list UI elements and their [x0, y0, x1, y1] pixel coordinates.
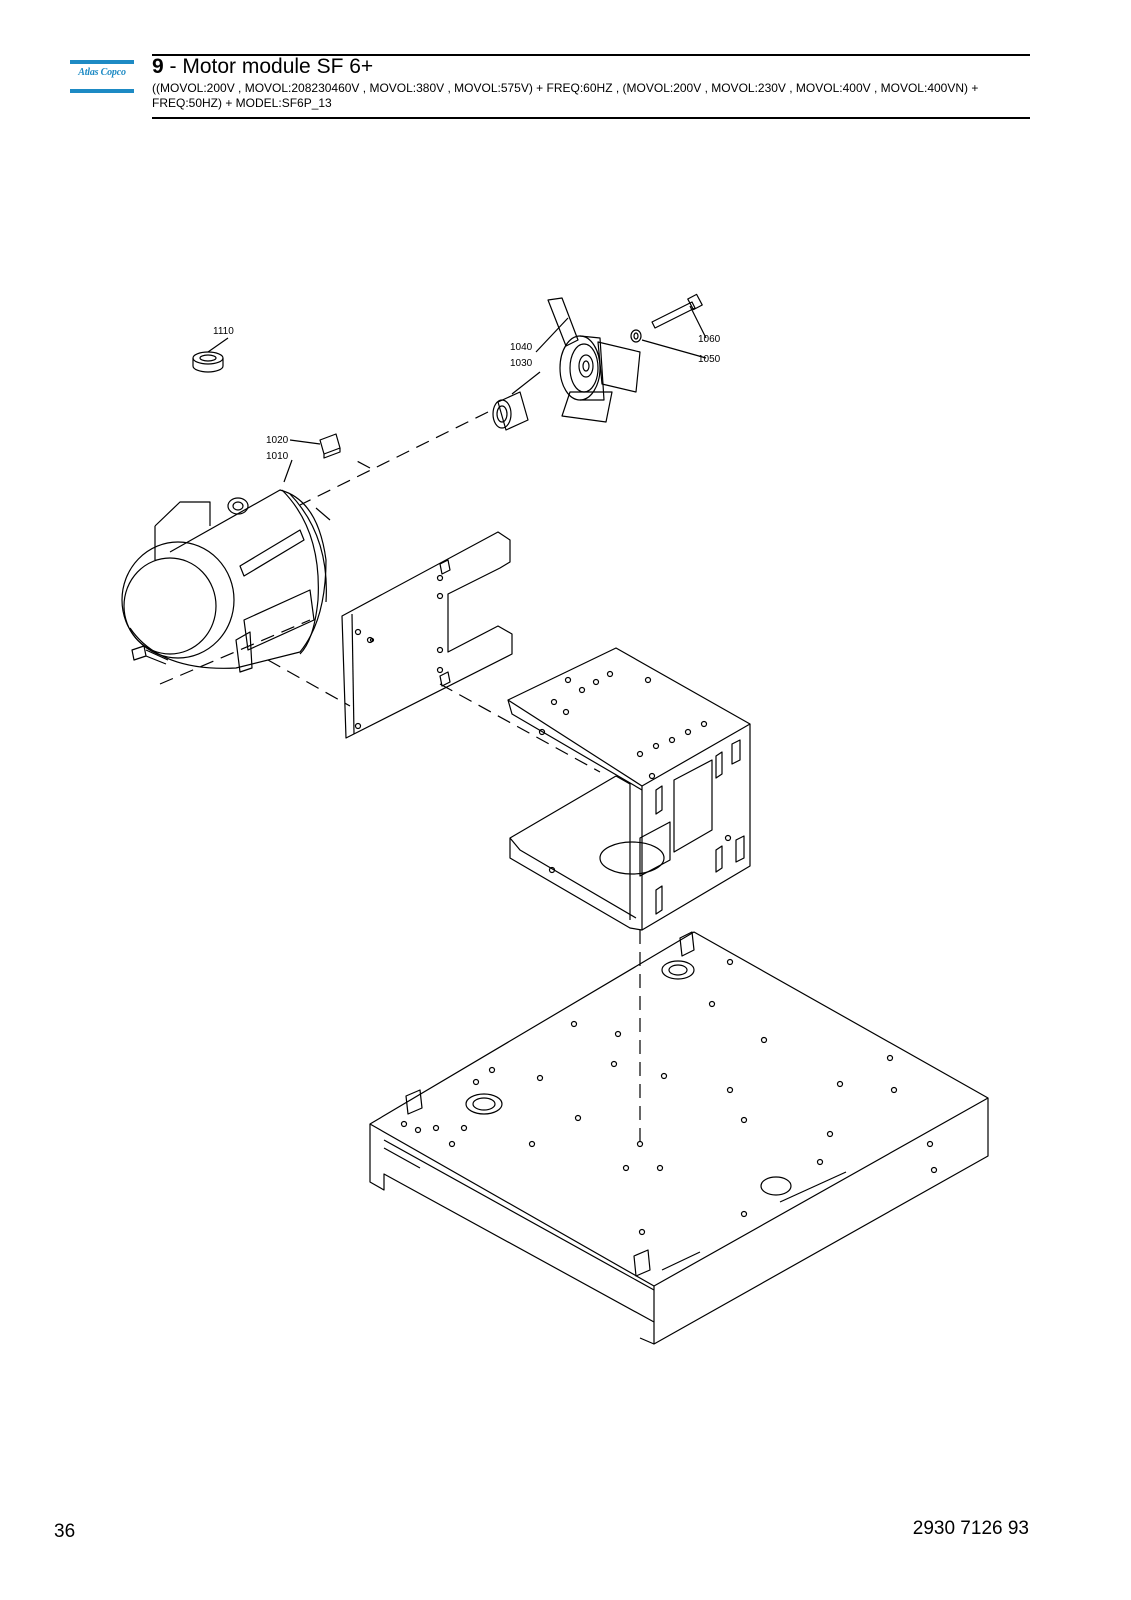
- callout-1030: 1030: [510, 358, 533, 369]
- header-top-rule: [152, 54, 1030, 56]
- callout-1040: 1040: [510, 342, 533, 353]
- washer-1050: [630, 329, 707, 359]
- motor-bracket: [507, 647, 751, 931]
- mounting-plate: [341, 531, 513, 739]
- base-holes: [400, 958, 938, 1236]
- section-number: 9: [152, 55, 164, 78]
- bushing-1030: [492, 371, 541, 431]
- callout-1110: 1110: [213, 326, 234, 337]
- document-number: 2930 7126 93: [912, 1518, 1029, 1539]
- atlas-copco-logo: Atlas Copco: [70, 60, 134, 94]
- callout-1050: 1050: [698, 354, 721, 365]
- cable-gland-1110: [192, 337, 229, 373]
- base-frame: [369, 931, 989, 1345]
- bracket-holes: [538, 670, 732, 874]
- key-1020: [289, 433, 341, 459]
- callout-1010: 1010: [266, 451, 289, 462]
- motor-screw: [131, 645, 169, 665]
- callout-1020: 1020: [266, 435, 289, 446]
- assembly-lines: [159, 411, 641, 1148]
- applicability-subtitle: ((MOVOL:200V , MOVOL:208230460V , MOVOL:…: [152, 81, 979, 110]
- motor-1010: [121, 459, 331, 673]
- header-bottom-rule: [152, 117, 1030, 119]
- page-title: 9 - Motor module SF 6+: [152, 55, 373, 79]
- section-title: - Motor module SF 6+: [163, 55, 374, 78]
- fan-1040: [535, 297, 641, 423]
- callout-1060: 1060: [698, 334, 721, 345]
- bolt-1060: [651, 293, 707, 339]
- page-number: 36: [54, 1521, 76, 1542]
